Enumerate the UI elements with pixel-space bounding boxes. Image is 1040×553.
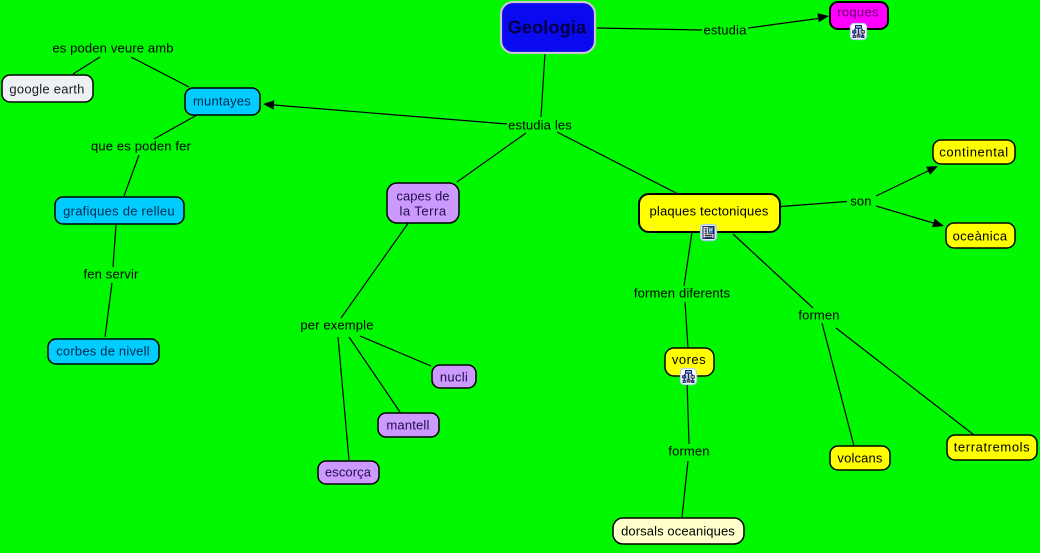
svg-text:vores: vores [672,352,706,367]
svg-text:escorça: escorça [325,465,372,480]
svg-text:plaques tectoniques: plaques tectoniques [649,204,768,219]
svg-text:mantell: mantell [386,418,429,433]
svg-text:muntayes: muntayes [193,94,251,109]
svg-text:roques: roques [837,5,879,20]
svg-text:terratremols: terratremols [954,440,1031,455]
svg-text:grafiques de relleu: grafiques de relleu [63,204,175,219]
svg-text:nucli: nucli [440,370,468,385]
svg-text:Geologia: Geologia [508,17,587,37]
svg-text:formen: formen [668,444,709,459]
svg-text:volcans: volcans [837,451,882,466]
svg-text:dorsals oceaniques: dorsals oceaniques [621,524,735,539]
svg-text:formen diferents: formen diferents [634,286,731,301]
svg-text:oceànica: oceànica [953,229,1008,244]
svg-text:la Terra: la Terra [399,204,446,219]
svg-text:google earth: google earth [9,82,84,97]
svg-text:estudia: estudia [704,23,748,38]
svg-text:continental: continental [939,145,1008,160]
svg-text:que es poden fer: que es poden fer [91,139,191,154]
svg-text:per exemple: per exemple [300,318,373,333]
svg-text:capes de: capes de [396,189,449,204]
svg-text:corbes de nivell: corbes de nivell [56,344,150,359]
svg-text:formen: formen [798,308,839,323]
svg-text:estudia les: estudia les [508,118,572,133]
svg-text:son: son [850,194,871,209]
svg-text:es poden veure amb: es poden veure amb [52,41,173,56]
svg-text:fen servir: fen servir [84,267,139,282]
